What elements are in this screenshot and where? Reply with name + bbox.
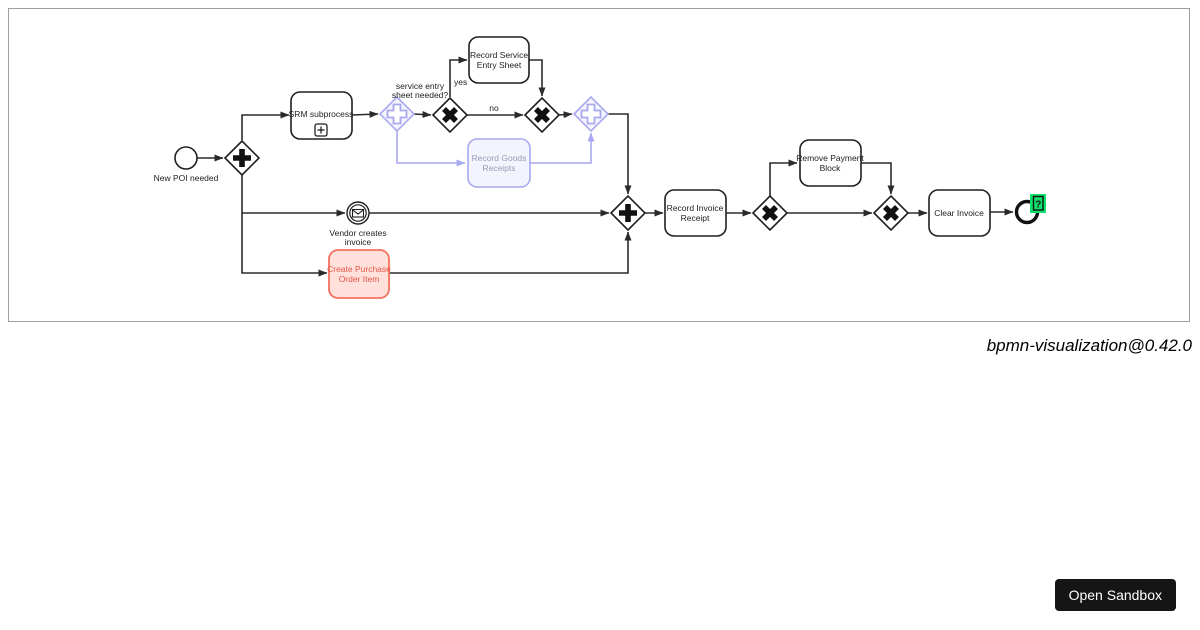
- gateway-parallel-split: [223, 139, 261, 177]
- flow-lavender-split-to-xor: [413, 111, 432, 118]
- task-label: Order Item: [339, 274, 380, 284]
- gateway-xor-payment-join: [872, 194, 910, 232]
- task-record-invoice-receipt: Record Invoice Receipt: [664, 189, 727, 237]
- broken-image-glyph: ?: [1035, 200, 1041, 211]
- flow-lavender-to-record-goods: [396, 131, 466, 167]
- event-label-line1: Vendor creates: [329, 228, 386, 238]
- open-sandbox-button[interactable]: Open Sandbox: [1054, 579, 1176, 611]
- parallel-plus-icon: [233, 149, 251, 167]
- xor-x-icon: [883, 205, 899, 221]
- gateway-xor-decision: [431, 96, 469, 134]
- task-label: Receipt: [681, 213, 710, 223]
- gateway-parallel-join: [609, 194, 647, 232]
- start-event-new-poi: [174, 146, 198, 170]
- bpmn-diagram: New POI needed SRM subprocess: [154, 36, 1046, 299]
- parallel-plus-icon: [386, 103, 408, 125]
- event-label-line2: invoice: [345, 237, 372, 247]
- flow-srm-to-lavender-split: [351, 110, 379, 118]
- xor-x-icon: [762, 205, 778, 221]
- subprocess-expand-icon: [314, 123, 328, 137]
- xor-x-icon: [442, 107, 458, 123]
- flow-create-po-to-parallel-join: [389, 231, 632, 274]
- library-version-label: bpmn-visualization@0.42.0: [986, 336, 1192, 355]
- flow-split-to-create-po: [241, 175, 328, 277]
- flow-yes-to-record-service: [449, 56, 468, 97]
- task-record-goods-receipts: Record Goods Receipts: [467, 138, 531, 188]
- gateway-xor-payment-split: [751, 194, 789, 232]
- task-label: Entry Sheet: [477, 60, 522, 70]
- parallel-plus-icon: [580, 103, 602, 125]
- task-label: SRM subprocess: [289, 109, 354, 119]
- flow-record-service-to-xor-merge: [529, 59, 546, 97]
- flow-xor-split-to-remove-payment: [769, 159, 798, 196]
- task-label: Create Purchase: [327, 264, 391, 274]
- task-label: Record Service: [470, 50, 528, 60]
- parallel-plus-icon: [619, 204, 637, 222]
- event-vendor-creates-invoice: [346, 201, 370, 225]
- diagram-canvas: New POI needed SRM subprocess: [8, 8, 1190, 322]
- task-label: Remove Payment: [796, 153, 864, 163]
- task-srm-subprocess: SRM subprocess: [289, 91, 354, 140]
- flow-record-goods-to-lavender-join: [530, 132, 595, 164]
- task-label: Receipts: [482, 163, 515, 173]
- broken-image-icon: ?: [1030, 194, 1046, 213]
- flow-lavender-join-to-parallel-join: [608, 113, 632, 195]
- task-label: Record Goods: [472, 153, 527, 163]
- task-label: Clear Invoice: [934, 208, 984, 218]
- flow-remove-payment-to-xor-join: [861, 162, 895, 195]
- task-record-service-entry-sheet: Record Service Entry Sheet: [468, 36, 530, 84]
- gateway-question-label-line2: sheet needed?: [392, 90, 449, 100]
- gateway-parallel-lavender-join: [572, 95, 610, 133]
- gateway-question-label-line1: service entry: [396, 81, 445, 91]
- task-create-purchase-order-item: Create Purchase Order Item: [327, 249, 391, 299]
- gateway-parallel-lavender-split: [378, 95, 416, 133]
- task-label: Record Invoice: [667, 203, 724, 213]
- gateway-xor-merge: [523, 96, 561, 134]
- message-envelope-icon: [351, 208, 365, 218]
- task-remove-payment-block: Remove Payment Block: [796, 139, 864, 187]
- flow-yes-label: yes: [454, 77, 467, 87]
- start-event-label: New POI needed: [154, 173, 219, 183]
- flow-no-label: no: [489, 103, 499, 113]
- task-clear-invoice: Clear Invoice: [928, 189, 991, 237]
- xor-x-icon: [534, 107, 550, 123]
- task-label: Block: [820, 163, 842, 173]
- flow-split-to-srm: [241, 111, 290, 140]
- flow-xor-merge-to-lavender-join: [558, 111, 573, 119]
